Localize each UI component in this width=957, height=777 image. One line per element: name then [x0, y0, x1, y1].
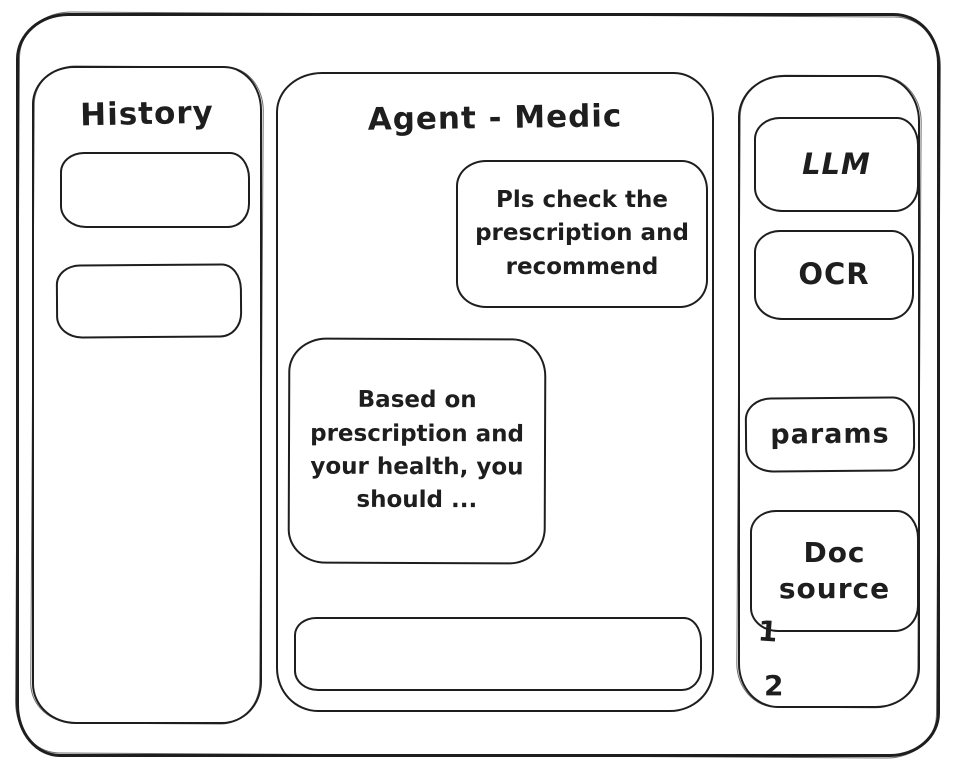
- chat-title: Agent - Medic: [367, 98, 623, 138]
- chat-panel: Agent - Medic Pls check the prescription…: [276, 72, 714, 712]
- chat-input[interactable]: [294, 617, 702, 691]
- doc-source-item-2[interactable]: 2: [764, 669, 784, 702]
- tools-panel: LLM OCR params Doc source 1 2: [738, 75, 920, 708]
- doc-source-button[interactable]: Doc source: [750, 510, 919, 632]
- history-panel: History: [32, 66, 262, 724]
- history-item[interactable]: [55, 263, 243, 339]
- params-button[interactable]: params: [744, 396, 916, 473]
- history-title: History: [79, 94, 215, 134]
- ocr-button[interactable]: OCR: [754, 230, 914, 320]
- assistant-message-bubble: Based on prescription and your health, y…: [287, 337, 547, 565]
- history-item[interactable]: [60, 152, 250, 228]
- doc-source-item-1[interactable]: 1: [756, 614, 779, 649]
- llm-button[interactable]: LLM: [754, 117, 919, 212]
- user-message-bubble: Pls check the prescription and recommend: [456, 160, 708, 308]
